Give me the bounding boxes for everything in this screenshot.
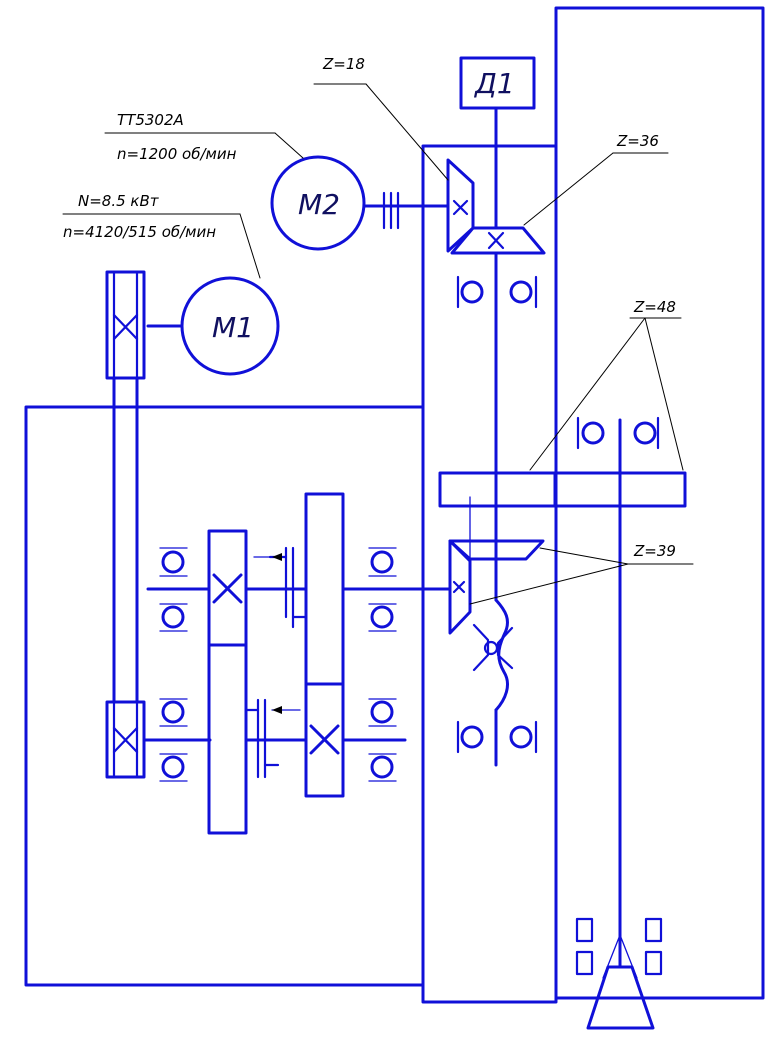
label-z36: Z=36	[616, 132, 659, 150]
motor-m1: M1	[146, 276, 280, 376]
motor-m2: M2	[270, 155, 450, 251]
drive-d1: Д1	[459, 56, 536, 230]
gearbox	[146, 492, 452, 835]
label-z48: Z=48	[633, 298, 676, 316]
gear-block-right	[304, 492, 345, 798]
gear-block-left	[207, 529, 248, 835]
column-shaft	[469, 251, 514, 767]
motor-m2-label: M2	[298, 188, 340, 221]
gearbox-housing	[24, 405, 425, 987]
spindle	[575, 418, 663, 1030]
label-m2-speed: n=1200 об/мин	[117, 145, 237, 163]
frame-housing	[554, 6, 765, 1000]
annotations: Z=18 Z=36 TT5302A n=1200 об/мин N=8.5 кВ…	[63, 55, 676, 560]
drive-d1-label: Д1	[473, 67, 515, 100]
label-m2-model: TT5302A	[117, 111, 184, 129]
bevel-gear-top	[446, 158, 546, 255]
housings	[24, 6, 765, 1004]
spur-gear-pair	[438, 471, 687, 508]
label-m1-speed: n=4120/515 об/мин	[63, 223, 216, 241]
label-m1-power: N=8.5 кВт	[78, 192, 160, 210]
bevel-gear-middle	[448, 539, 545, 635]
belt-drive	[105, 270, 212, 779]
label-z18: Z=18	[322, 55, 365, 73]
column-housing	[421, 144, 558, 1004]
bearings	[159, 275, 660, 782]
leaders	[62, 83, 694, 714]
motor-m1-label: M1	[212, 311, 254, 344]
label-z39: Z=39	[633, 542, 676, 560]
upper-pulley	[105, 270, 146, 380]
